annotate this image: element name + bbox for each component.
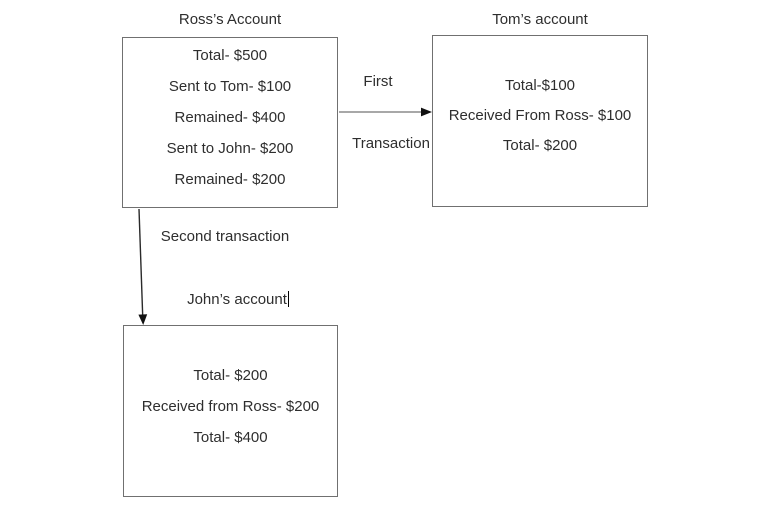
text-cursor [287,291,289,307]
john-account-title-text: John’s account [187,291,287,308]
first-transaction-arrow[interactable] [339,107,432,117]
tom-line-received: Received From Ross- $100 [448,107,632,124]
first-transaction-label-top: First [363,73,393,90]
john-line-total-after: Total- $400 [193,429,268,446]
ross-line-remained-1: Remained- $400 [174,109,286,126]
john-account-box[interactable]: Total- $200 Received from Ross- $200 Tot… [123,325,338,497]
ross-line-remained-2: Remained- $200 [174,171,286,188]
ross-line-sent-john: Sent to John- $200 [166,140,294,157]
tom-line-total-after: Total- $200 [502,137,578,154]
tom-account-title: Tom’s account [492,11,588,28]
ross-account-box[interactable]: Total- $500 Sent to Tom- $100 Remained- … [122,37,338,208]
ross-line-sent-tom: Sent to Tom- $100 [168,78,292,95]
second-transaction-label: Second transaction [160,228,290,245]
john-line-received: Received from Ross- $200 [141,398,320,415]
john-line-total-before: Total- $200 [193,367,268,384]
ross-line-total: Total- $500 [192,47,268,64]
tom-line-total-before: Total-$100 [504,77,576,94]
tom-account-box[interactable]: Total-$100 Received From Ross- $100 Tota… [432,35,648,207]
ross-account-title: Ross’s Account [178,11,282,28]
john-account-title: John’s account [130,291,346,308]
first-transaction-label-bottom: Transaction [352,135,430,152]
